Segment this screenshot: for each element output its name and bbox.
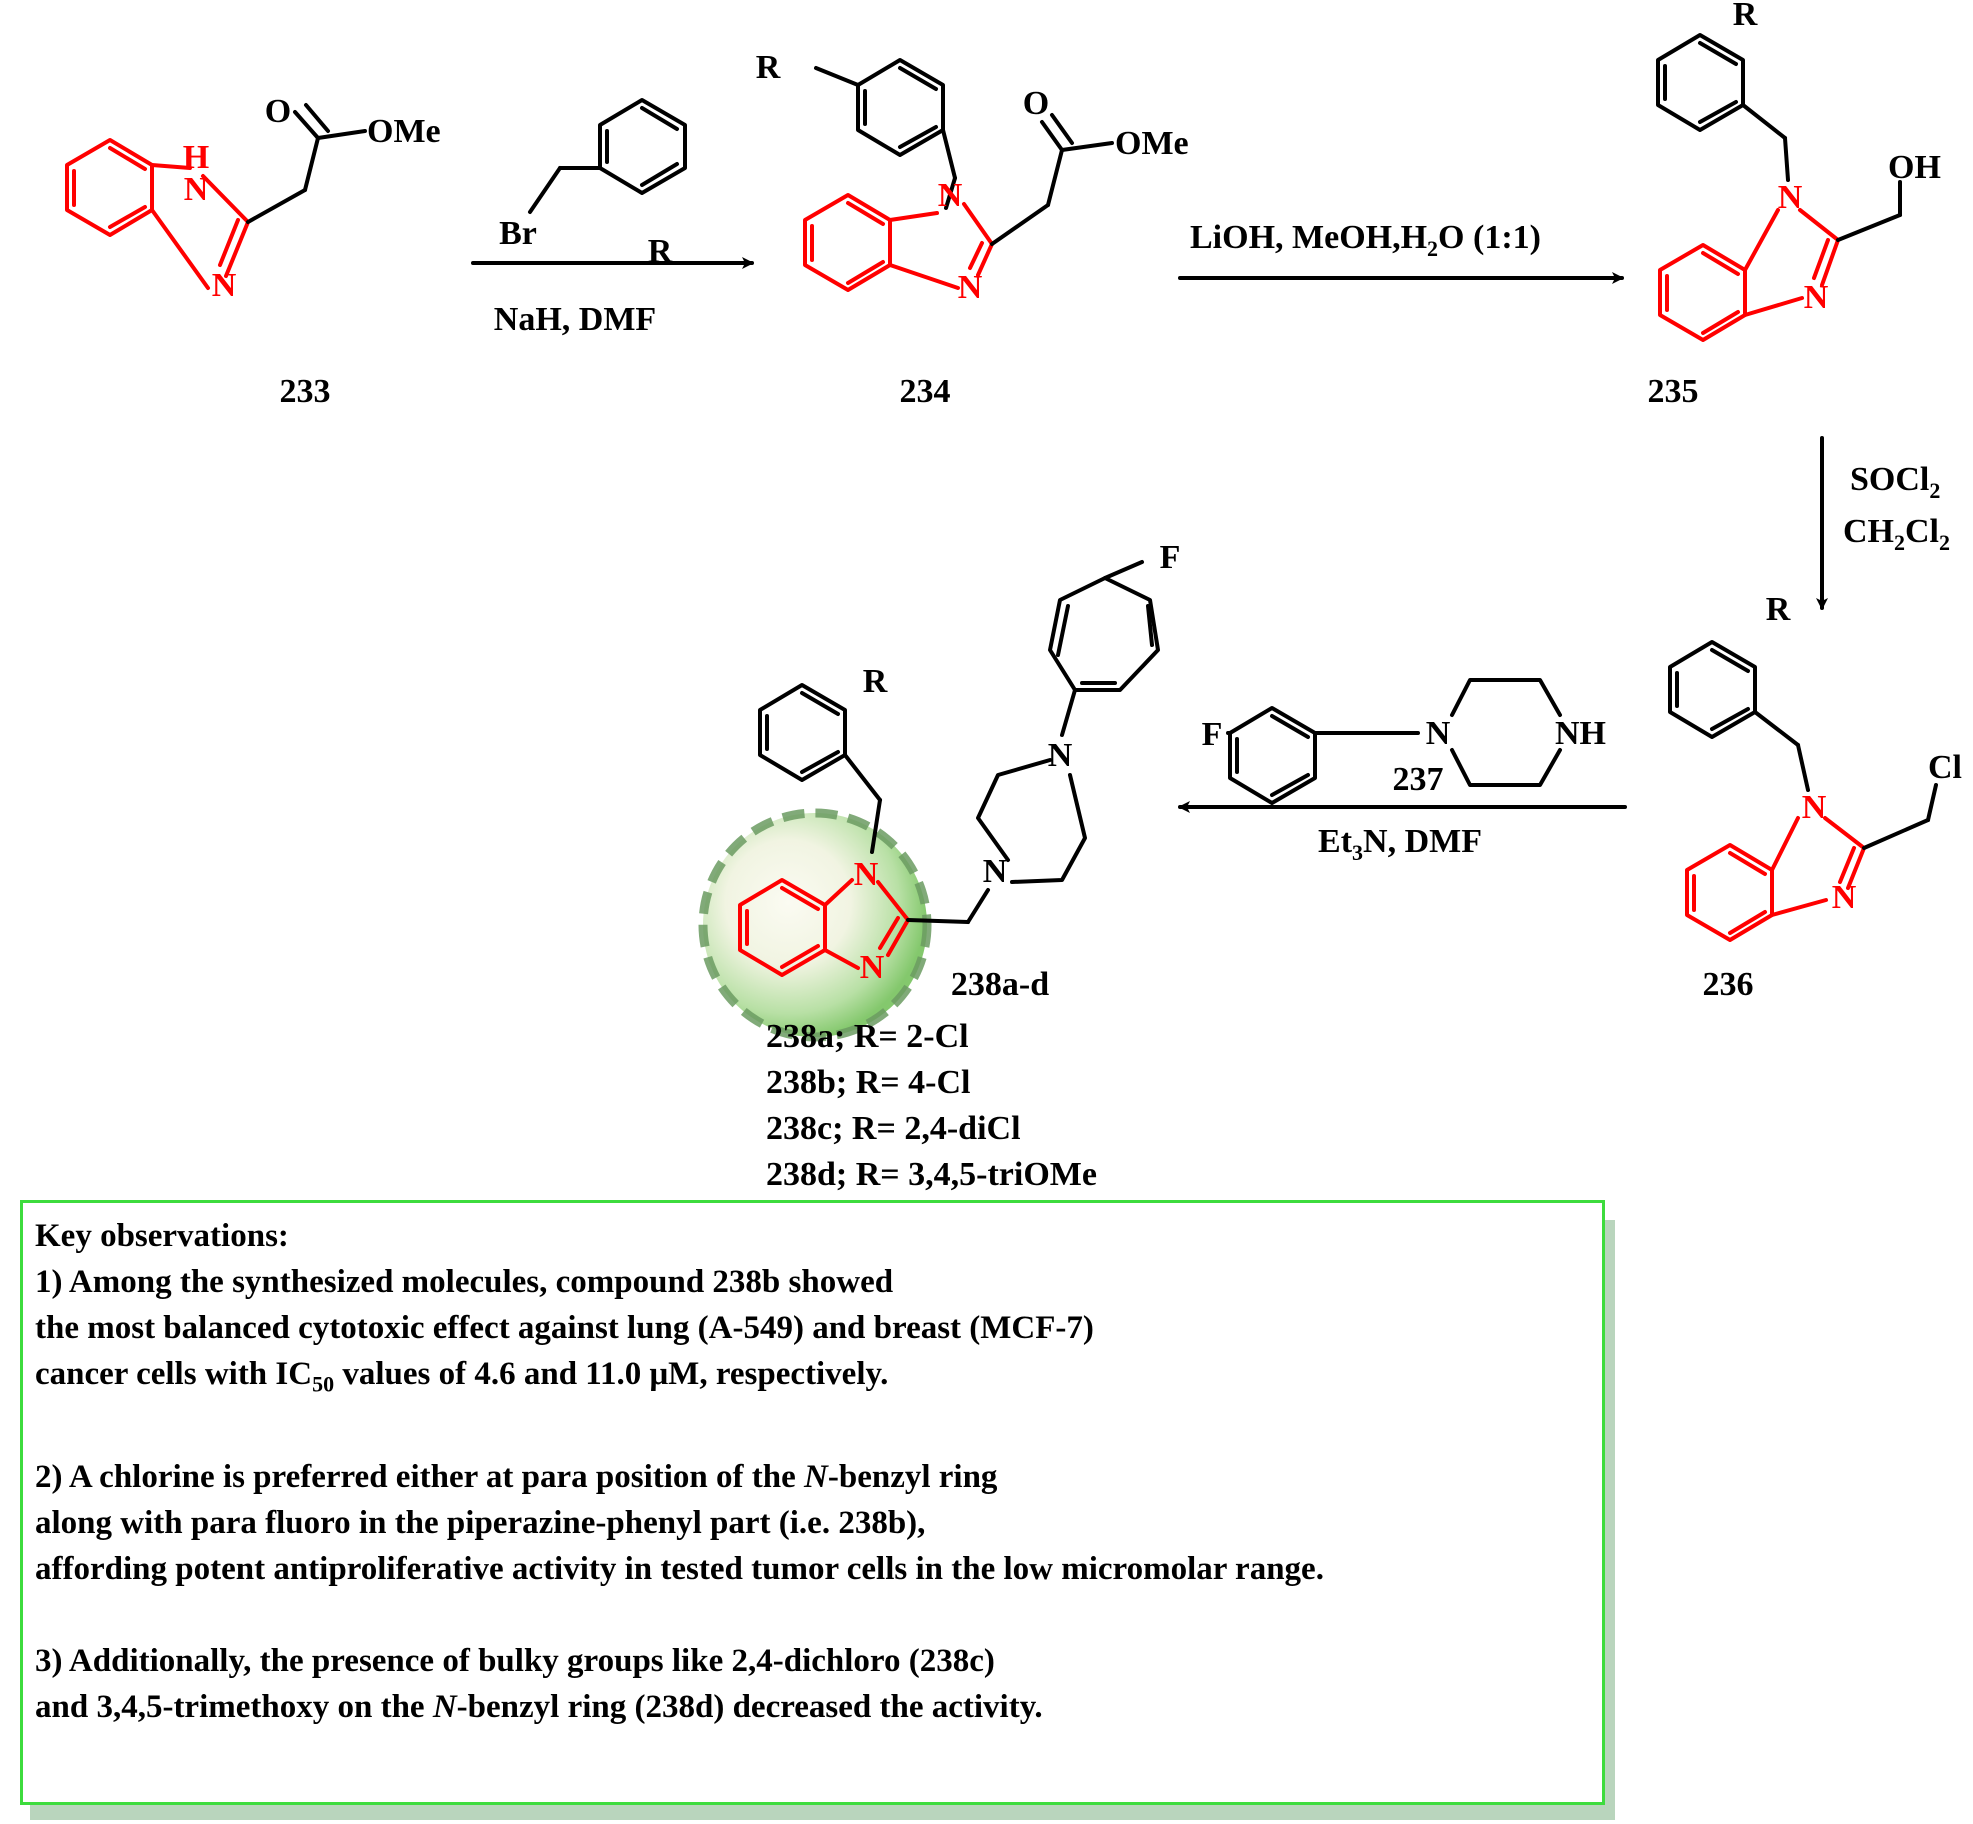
variant-238c: 238c; R= 2,4-diCl <box>766 1110 1021 1147</box>
atom-N-label: N <box>860 949 885 986</box>
atom-R-label: R <box>756 49 781 86</box>
atom-F-label: F <box>1202 716 1223 753</box>
step3-reagent: SOCl2 <box>1850 461 1940 503</box>
atom-N-label: N <box>958 269 983 306</box>
atom-OMe-label: OMe <box>1115 125 1189 162</box>
highlight-sphere <box>703 813 927 1037</box>
step1-conditions: NaH, DMF <box>494 301 656 338</box>
atom-O-label: O <box>265 93 291 130</box>
variant-238a: 238a; R= 2-Cl <box>766 1018 969 1055</box>
atom-OMe-label: OMe <box>367 113 441 150</box>
variant-238b: 238b; R= 4-Cl <box>766 1064 970 1101</box>
compound-236-label: 236 <box>1703 966 1754 1003</box>
atom-R-label: R <box>863 663 888 700</box>
atom-N-label: N <box>854 856 879 893</box>
atom-NH-label: NH <box>1555 715 1606 752</box>
highlight-ring <box>698 808 932 1042</box>
compound-235: R N N OH <box>1656 0 1941 342</box>
observation-2-line-1: 2) A chlorine is preferred either at par… <box>35 1458 998 1495</box>
observations-title: Key observations: <box>35 1218 289 1254</box>
product-238: F N N R N N <box>698 539 1181 1042</box>
reaction-scheme: H N N O OMe 233 Br R NaH, DMF <box>65 0 1962 1193</box>
compound-238-label: 238a-d <box>951 966 1049 1003</box>
compound-236: R N N Cl <box>1668 591 1962 942</box>
atom-N-label: N <box>1802 789 1827 826</box>
atom-N-label: N <box>1426 715 1451 752</box>
reagent-237: F N NH <box>1202 678 1606 805</box>
atom-Cl-label: Cl <box>1928 749 1962 786</box>
key-observations-box: Key observations: 1) Among the synthesiz… <box>20 1200 1605 1805</box>
compound-237-label: 237 <box>1393 761 1444 798</box>
atom-N-label: N <box>184 171 209 208</box>
atom-N-label: N <box>1778 179 1803 216</box>
observation-1-line-3: cancer cells with IC50 values of 4.6 and… <box>35 1356 889 1397</box>
observation-2-line-3: affording potent antiproliferative activ… <box>35 1550 1324 1587</box>
compound-233-label: 233 <box>280 373 331 410</box>
atom-R-label: R <box>1733 0 1758 33</box>
step3-solvent: CH2Cl2 <box>1843 513 1950 555</box>
compound-234: N N R O OMe <box>756 49 1189 306</box>
atom-N-label: N <box>938 177 963 214</box>
atom-N-label: N <box>212 267 237 304</box>
atom-Br-label: Br <box>499 215 537 252</box>
benzyl-bromide-reagent: Br R <box>499 98 687 270</box>
observation-1-line-2: the most balanced cytotoxic effect again… <box>35 1310 1094 1346</box>
atom-N-label: N <box>1832 879 1857 916</box>
observation-2-line-2: along with para fluoro in the piperazine… <box>35 1504 926 1541</box>
atom-N-label: N <box>1804 279 1829 316</box>
compound-234-label: 234 <box>900 373 951 410</box>
atom-R-label: R <box>1766 591 1791 628</box>
atom-H-label: H <box>183 139 209 176</box>
atom-F-label: F <box>1160 539 1181 576</box>
observation-3-line-2: and 3,4,5-trimethoxy on the N-benzyl rin… <box>35 1688 1043 1725</box>
step2-conditions: LiOH, MeOH,H2O (1:1) <box>1190 219 1541 261</box>
compound-235-label: 235 <box>1648 373 1699 410</box>
step4-conditions: Et3N, DMF <box>1318 823 1482 865</box>
atom-OH-label: OH <box>1888 149 1941 186</box>
atom-N-label: N <box>1048 737 1073 774</box>
observation-1-line-1: 1) Among the synthesized molecules, comp… <box>35 1264 894 1300</box>
compound-233: H N N O OMe <box>65 93 441 304</box>
variant-238d: 238d; R= 3,4,5-triOMe <box>766 1156 1097 1193</box>
atom-O-label: O <box>1023 85 1049 122</box>
observation-3-line-1: 3) Additionally, the presence of bulky g… <box>35 1642 995 1679</box>
atom-N-label: N <box>983 853 1008 890</box>
